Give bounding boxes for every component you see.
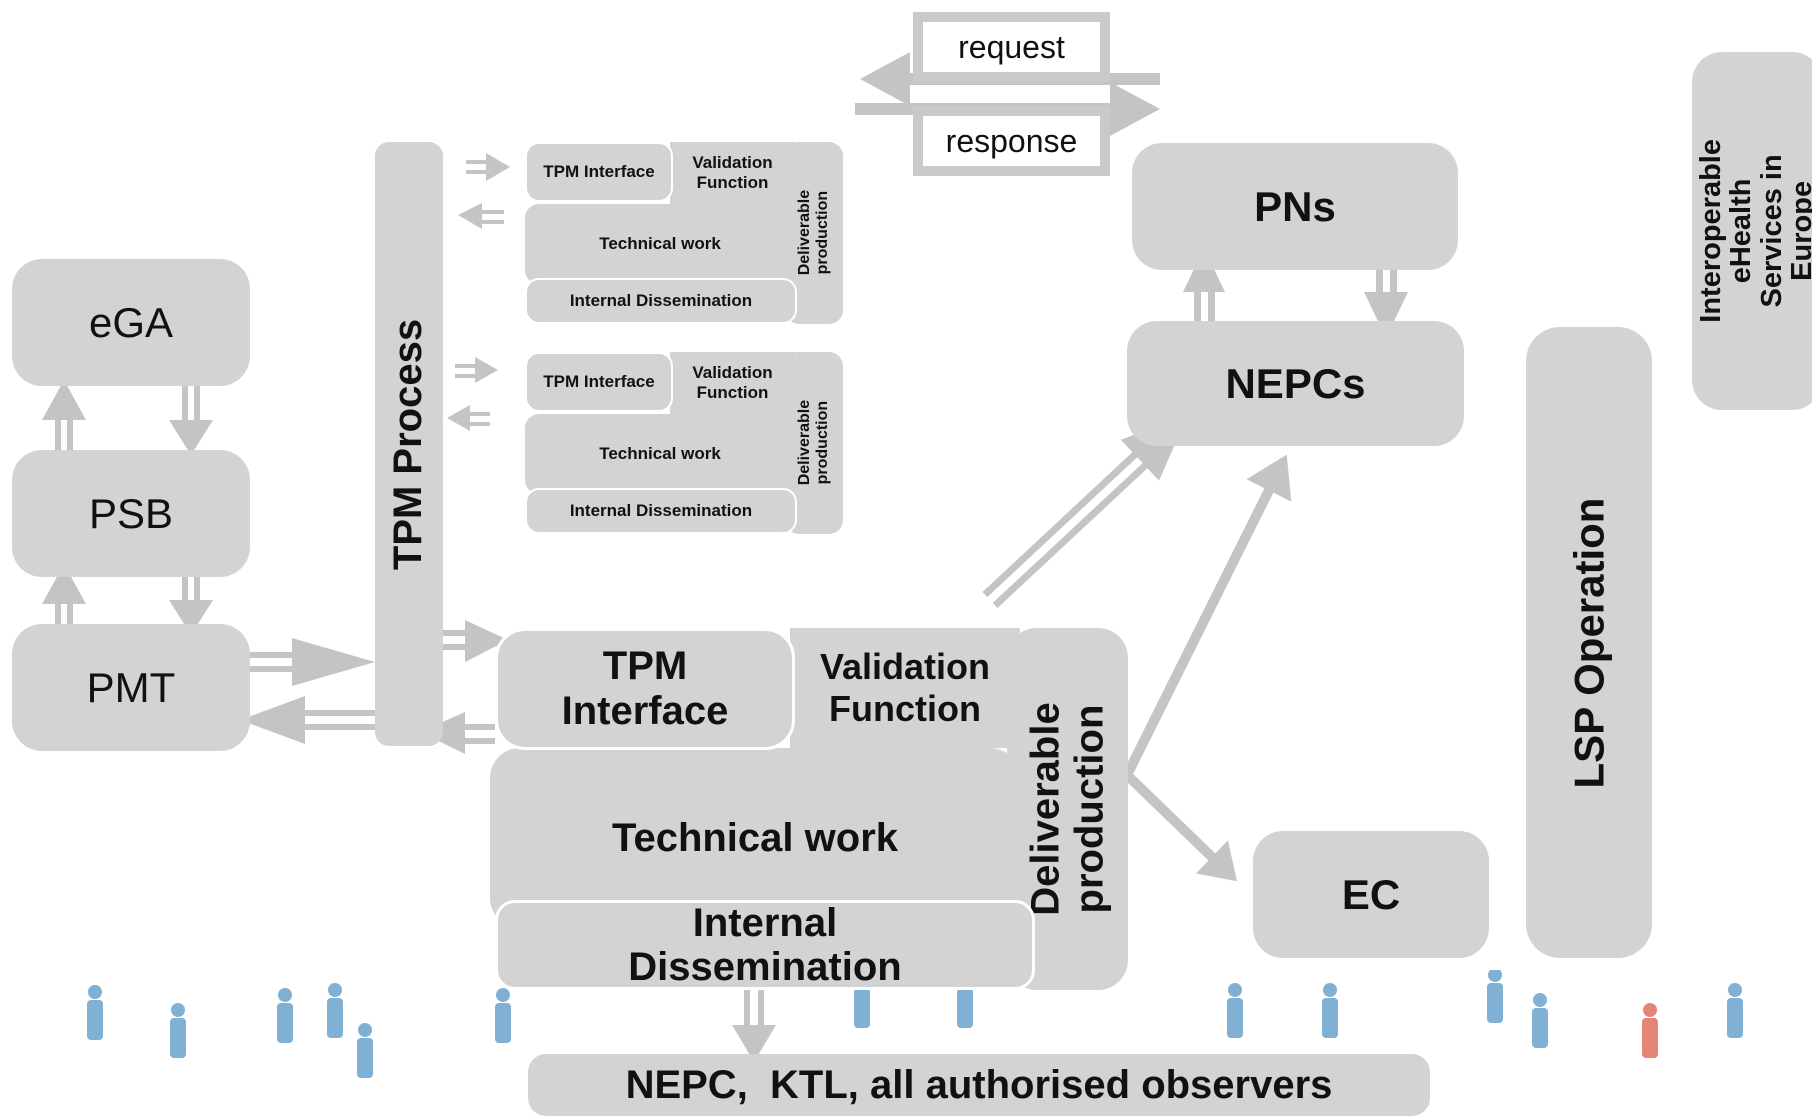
ega-to-psb-arrow xyxy=(169,380,213,455)
mini1-tpm-interface: TPM Interface xyxy=(525,142,673,202)
process-to-mini2-arrow xyxy=(455,357,498,383)
mini2-technical: Technical work xyxy=(525,414,795,494)
mini2-dissemination-label: Internal Dissemination xyxy=(569,501,753,520)
person-icon xyxy=(495,988,511,1043)
response-label: response xyxy=(945,122,1078,159)
pmt-to-tpm-arrow xyxy=(238,638,375,686)
psb-box: PSB xyxy=(12,450,250,577)
person-icon xyxy=(1487,970,1503,1023)
lsp-operation-box: LSP Operation xyxy=(1526,327,1652,958)
person-icon xyxy=(87,985,103,1040)
main-technical-label: Technical work xyxy=(611,815,898,860)
person-icon xyxy=(277,988,293,1043)
tpm-process-column: TPM Process xyxy=(375,142,443,746)
person-icon xyxy=(1727,983,1743,1038)
nepcs-label: NEPCs xyxy=(1225,359,1366,407)
pmt-label: PMT xyxy=(86,663,176,711)
mini2-validation-label: Validation Function xyxy=(692,363,773,402)
mini1-technical-label: Technical work xyxy=(599,234,721,253)
psb-label: PSB xyxy=(88,489,174,537)
psb-to-pmt-arrow xyxy=(169,562,213,635)
people-background xyxy=(87,970,1743,1078)
psb-to-ega-arrow xyxy=(42,380,86,460)
request-box: request xyxy=(913,12,1110,82)
mini1-dissemination-label: Internal Dissemination xyxy=(569,291,753,310)
main-tpm-interface: TPM Interface xyxy=(495,628,795,750)
main-validation: Validation Function xyxy=(790,628,1020,748)
process-to-mini1-arrow xyxy=(466,153,510,181)
mini2-tpm-interface-label: TPM Interface xyxy=(543,372,655,391)
mini-block-1: Deliverable production Validation Functi… xyxy=(525,142,843,324)
request-label: request xyxy=(958,28,1065,65)
mini2-validation: Validation Function xyxy=(670,352,795,414)
main-validation-label: Validation Function xyxy=(819,646,991,729)
pmt-box: PMT xyxy=(12,624,250,751)
mini1-validation-label: Validation Function xyxy=(692,153,773,192)
nepcs-to-pns-arrow xyxy=(1183,248,1225,327)
deliverable-to-ec-arrow xyxy=(1123,771,1238,882)
ec-label: EC xyxy=(1341,870,1401,918)
pns-to-nepcs-arrow xyxy=(1364,258,1408,338)
lsp-operation-label: LSP Operation xyxy=(1565,497,1613,788)
mini1-tpm-interface-label: TPM Interface xyxy=(543,162,655,181)
process-to-main-arrow xyxy=(434,620,508,662)
mini1-technical: Technical work xyxy=(525,204,795,284)
pns-box: PNs xyxy=(1132,143,1458,270)
pns-label: PNs xyxy=(1254,182,1336,230)
main-dissemination-label: Internal Dissemination xyxy=(628,901,902,989)
person-icon xyxy=(170,1003,186,1058)
observers-label: NEPC, KTL, all authorised observers xyxy=(625,1062,1333,1107)
mini1-to-process-arrow xyxy=(458,203,504,229)
mini2-deliverable-label: Deliverable production xyxy=(796,400,832,486)
person-icon xyxy=(1322,983,1338,1038)
mini-block-2: Deliverable production Validation Functi… xyxy=(525,352,843,534)
person-icon xyxy=(1227,983,1243,1038)
person-icon xyxy=(327,983,343,1038)
corner-title-label: Interoperable eHealth Services in Europe xyxy=(1695,139,1812,323)
nepcs-box: NEPCs xyxy=(1127,321,1464,446)
main-technical: Technical work xyxy=(490,748,1020,928)
person-icon xyxy=(357,1023,373,1078)
main-tpm-interface-label: TPM Interface xyxy=(561,644,729,733)
tpm-to-pmt-arrow xyxy=(240,696,390,744)
response-box: response xyxy=(913,106,1110,176)
tpm-process-label: TPM Process xyxy=(386,318,431,570)
mini2-to-process-arrow xyxy=(447,405,490,431)
ec-box: EC xyxy=(1253,831,1489,958)
mini2-dissemination: Internal Dissemination xyxy=(525,488,797,534)
person-icon xyxy=(1532,993,1548,1048)
dissemination-to-observers-arrow xyxy=(732,985,776,1062)
mini2-tpm-interface: TPM Interface xyxy=(525,352,673,412)
ega-label: eGA xyxy=(88,298,174,346)
pmt-to-psb-arrow xyxy=(42,564,86,640)
deliverable-to-nepcs-arrow xyxy=(1122,454,1292,778)
main-dissemination: Internal Dissemination xyxy=(495,900,1035,990)
ega-box: eGA xyxy=(12,259,250,386)
corner-title-box: Interoperable eHealth Services in Europe xyxy=(1692,52,1812,410)
main-deliverable-label: Deliverable production xyxy=(1023,702,1112,916)
mini1-validation: Validation Function xyxy=(670,142,795,204)
main-block: Deliverable production Validation Functi… xyxy=(490,628,1128,990)
mini2-technical-label: Technical work xyxy=(599,444,721,463)
observers-bar: NEPC, KTL, all authorised observers xyxy=(528,1054,1430,1116)
mini1-deliverable-label: Deliverable production xyxy=(796,190,832,276)
person-icon xyxy=(1642,1003,1658,1058)
mini1-dissemination: Internal Dissemination xyxy=(525,278,797,324)
